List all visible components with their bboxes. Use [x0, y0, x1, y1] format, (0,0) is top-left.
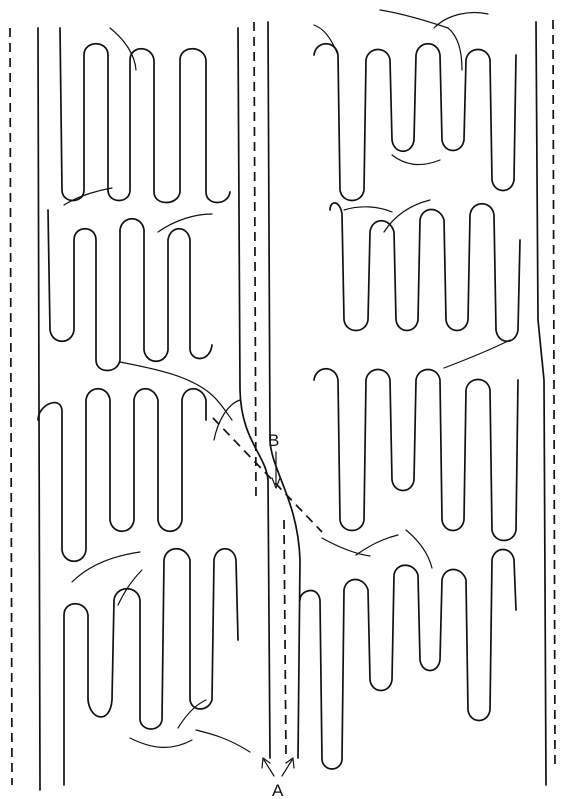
serpentine-loop-row3-right — [314, 369, 518, 541]
center-dashed-line-left — [254, 22, 256, 500]
serpentine-loop-row3-left — [38, 389, 206, 562]
dashed-guide-lines — [10, 20, 555, 785]
serpentine-loop-row1-left — [60, 28, 230, 203]
center-strand-right — [268, 22, 300, 758]
left-loop-group — [38, 28, 238, 785]
fragment-18 — [356, 535, 398, 555]
serpentine-loop-row2-right — [330, 203, 520, 341]
fragment-15 — [384, 200, 430, 232]
fragment-10 — [196, 730, 250, 752]
fragment-17 — [322, 538, 370, 556]
fragment-2 — [158, 214, 212, 232]
left-dashed-boundary — [10, 28, 12, 785]
right-long-strand — [536, 22, 546, 785]
center-dashed-line-right — [284, 520, 286, 758]
fragment-11 — [380, 10, 462, 70]
fragment-3 — [110, 28, 136, 70]
right-dashed-boundary — [553, 20, 555, 770]
fragment-9 — [130, 738, 192, 747]
left-long-strand — [38, 28, 40, 790]
fragment-5 — [214, 400, 240, 440]
connecting-fragments — [64, 10, 510, 752]
fragment-13 — [392, 155, 440, 165]
fragment-19 — [406, 530, 432, 568]
serpentine-loop-row4-right — [300, 550, 516, 770]
serpentine-loop-row1-right — [314, 44, 516, 201]
serpentine-loop-row4-left — [64, 549, 238, 785]
fragment-6 — [72, 552, 140, 582]
fragment-20 — [314, 25, 338, 55]
fragment-14 — [344, 207, 392, 212]
vertical-strands — [38, 22, 546, 790]
fragment-4 — [120, 362, 232, 420]
center-strand-left — [238, 28, 270, 758]
fragment-16 — [444, 340, 510, 368]
label-a: A — [272, 781, 284, 799]
right-loop-group — [300, 44, 520, 769]
fragment-7 — [118, 570, 142, 605]
serpentine-loop-row2-left — [48, 210, 212, 371]
label-b: B — [268, 431, 279, 450]
fragment-1 — [64, 188, 112, 205]
